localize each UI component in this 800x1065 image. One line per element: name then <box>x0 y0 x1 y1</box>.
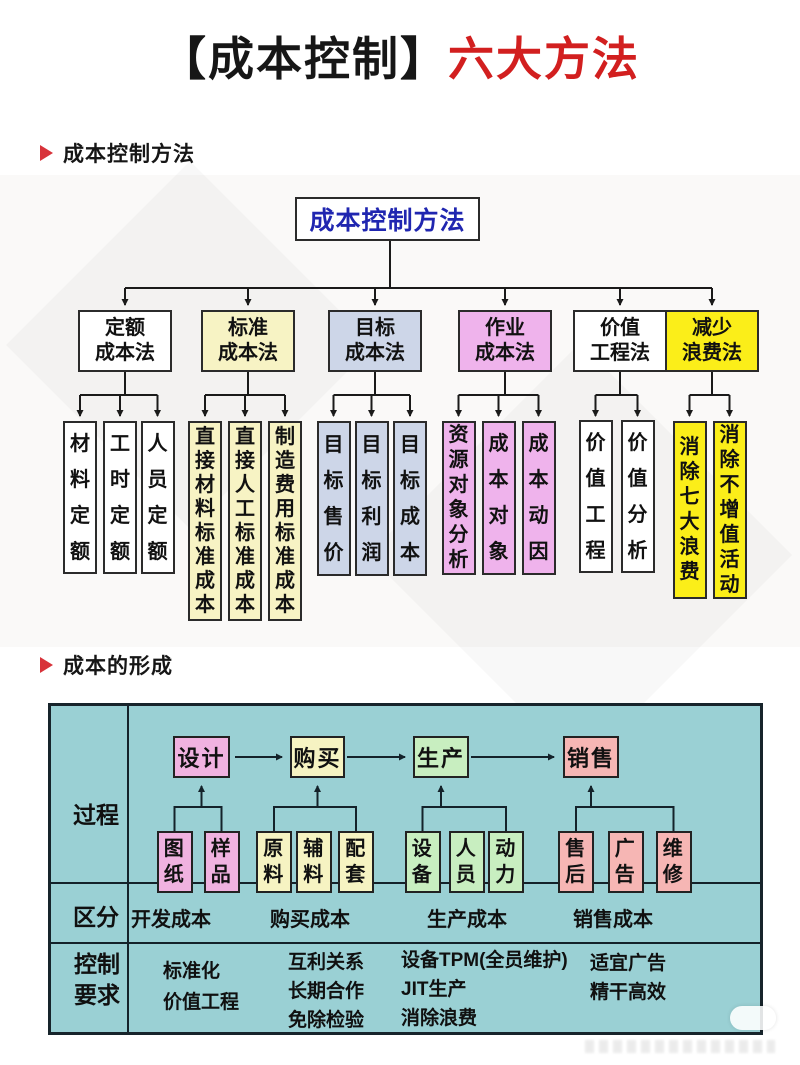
leaf-target-cost: 目标成本 <box>393 421 427 576</box>
stage-design: 设计 <box>173 736 230 778</box>
child-supporting-parts: 配套 <box>338 831 374 893</box>
branch-value-engineering: 价值 工程法 <box>573 310 667 372</box>
leaf-cost-object: 成本对象 <box>481 421 516 575</box>
child-drawings: 图纸 <box>156 831 193 893</box>
leaf-value-engineering: 价值工程 <box>578 420 613 573</box>
triangle-bullet-icon <box>40 657 53 673</box>
requirement-line: 适宜广告 <box>590 953 667 974</box>
branch-label-line2: 工程法 <box>590 342 650 364</box>
row-label-process: 过程 <box>73 802 119 828</box>
root-node: 成本控制方法 <box>295 197 480 241</box>
branch-label-line2: 成本法 <box>345 342 405 364</box>
leaf-overhead-standard: 制造费用标准成本 <box>268 421 302 621</box>
leaf-eliminate-non-value-activities: 消除不增值活动 <box>712 421 747 599</box>
child-power: 动力 <box>488 831 524 893</box>
requirement-line: 互利关系 <box>288 952 365 973</box>
child-raw-materials: 原料 <box>256 831 292 893</box>
leaf-eliminate-seven-wastes: 消除七大浪费 <box>672 421 707 599</box>
requirement-line: 消除浪费 <box>401 1008 478 1029</box>
child-advertising: 广告 <box>607 831 644 893</box>
cost-formation-panel: 过程 区分 控制要求 设计 购买 生产 销售 图纸 样品 原料 辅料 配套 设备… <box>48 703 763 1035</box>
requirement-line: 价值工程 <box>163 992 240 1013</box>
stage-sales: 销售 <box>563 736 619 778</box>
branch-activity-costing: 作业 成本法 <box>458 310 552 372</box>
section2-heading: 成本的形成 <box>40 650 173 680</box>
branch-label-line1: 减少 <box>692 317 732 339</box>
requirement-line: 精干高效 <box>590 982 667 1003</box>
requirement-line: JIT生产 <box>401 979 467 1000</box>
child-samples: 样品 <box>203 831 240 893</box>
cost-label-sales: 销售成本 <box>573 909 653 931</box>
branch-label-line2: 成本法 <box>218 342 278 364</box>
branch-label-line1: 作业 <box>485 317 525 339</box>
tree-connector-lines <box>76 241 733 417</box>
branch-standard-costing: 标准 成本法 <box>201 310 295 372</box>
leaf-hours-quota: 工时定额 <box>103 421 137 574</box>
branch-label-line2: 成本法 <box>475 342 535 364</box>
branch-label-line1: 价值 <box>600 317 640 339</box>
branch-label-line2: 浪费法 <box>682 342 742 364</box>
triangle-bullet-icon <box>40 145 53 161</box>
leaf-value-analysis: 价值分析 <box>620 420 655 573</box>
leaf-personnel-quota: 人员定额 <box>140 421 175 574</box>
child-personnel: 人员 <box>448 831 485 893</box>
cost-label-purchase: 购买成本 <box>270 909 350 931</box>
child-maintenance: 维修 <box>655 831 692 893</box>
requirements-purchase: 互利关系 长期合作 免除检验 <box>288 948 364 1035</box>
leaf-direct-labor-standard: 直接人工标准成本 <box>228 421 262 621</box>
branch-label-line1: 标准 <box>228 317 268 339</box>
requirements-sales: 适宜广告 精干高效 <box>590 949 666 1007</box>
stage-production: 生产 <box>413 736 469 778</box>
child-equipment: 设备 <box>404 831 441 893</box>
leaf-target-profit: 目标利润 <box>354 421 389 576</box>
child-after-sales: 售后 <box>558 831 594 893</box>
page-title: 【成本控制】六大方法 <box>0 34 800 85</box>
branch-waste-reduction: 减少 浪费法 <box>665 310 759 372</box>
section1-heading: 成本控制方法 <box>40 138 195 168</box>
cost-label-development: 开发成本 <box>131 909 211 931</box>
leaf-direct-material-standard: 直接材料标准成本 <box>188 421 222 621</box>
branch-label-line2: 成本法 <box>95 342 155 364</box>
requirement-line: 设备TPM(全员维护) <box>401 950 568 971</box>
child-auxiliary-materials: 辅料 <box>296 831 332 893</box>
row-label-distinction: 区分 <box>73 904 119 930</box>
leaf-resource-object-analysis: 资源对象分析 <box>441 421 476 575</box>
requirement-line: 免除检验 <box>288 1010 365 1031</box>
section1-heading-label: 成本控制方法 <box>63 143 195 166</box>
leaf-material-quota: 材料定额 <box>63 421 97 574</box>
branch-label-line1: 目标 <box>355 317 395 339</box>
watermark-badge <box>730 1006 776 1030</box>
branch-quota-costing: 定额 成本法 <box>78 310 172 372</box>
cost-control-methods-diagram: 成本控制方法 定额 成本法 标准 成本法 目标 成本法 作业 成本法 价值 工程… <box>0 161 800 768</box>
leaf-cost-driver: 成本动因 <box>521 421 556 575</box>
requirements-design: 标准化 价值工程 <box>163 956 239 1018</box>
title-red-part: 六大方法 <box>448 33 640 85</box>
watermark-text-blur <box>585 1040 775 1053</box>
row-label-control-requirements: 控制要求 <box>73 951 120 1008</box>
leaf-target-price: 目标售价 <box>316 421 351 576</box>
requirement-line: 长期合作 <box>288 981 365 1002</box>
branch-target-costing: 目标 成本法 <box>328 310 422 372</box>
requirements-production: 设备TPM(全员维护) JIT生产 消除浪费 <box>401 946 568 1033</box>
title-bracket-part: 【成本控制】 <box>160 33 448 85</box>
cost-label-production: 生产成本 <box>427 909 507 931</box>
branch-label-line1: 定额 <box>105 317 145 339</box>
requirement-line: 标准化 <box>163 961 221 982</box>
stage-purchase: 购买 <box>290 736 345 778</box>
section2-heading-label: 成本的形成 <box>63 655 173 678</box>
